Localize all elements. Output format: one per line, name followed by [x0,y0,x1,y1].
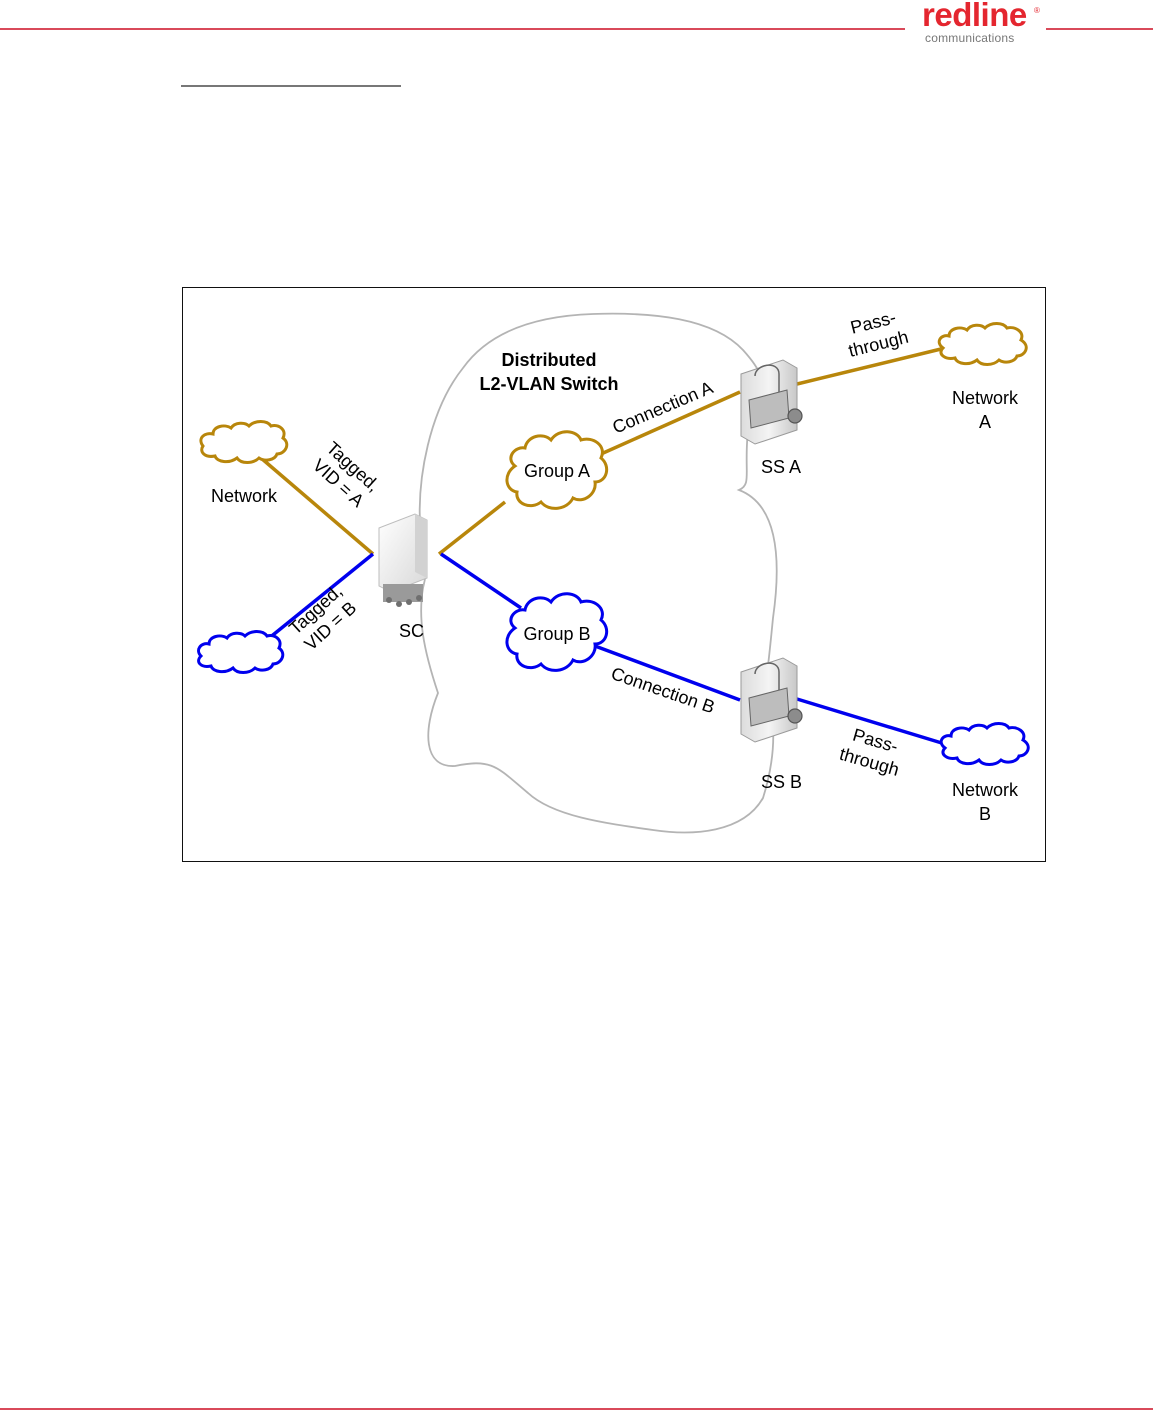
network-b-label-line1: Network [952,780,1019,800]
ss-b-device-icon [741,658,802,742]
network-label: Network [211,486,278,506]
sc-device-icon [379,514,427,607]
link-sc-to-group-b [441,554,521,608]
section-heading-underline [181,85,401,87]
sc-label: SC [399,621,424,641]
vlan-b-links [263,554,945,744]
network-a-label-line2: A [979,412,991,432]
group-b-label: Group B [523,624,590,644]
network-cloud-left-blue [199,632,283,673]
network-b-label-line2: B [979,804,991,824]
logo-registered-mark: ® [1034,6,1040,15]
logo-subtitle: communications [925,31,1015,45]
diagram-title-line2: L2-VLAN Switch [479,374,618,394]
vlan-diagram: Distributed L2-VLAN Switch Network Tagge… [183,288,1047,863]
footer-divider [0,1408,1153,1410]
ss-b-label: SS B [761,772,802,792]
redline-logo: redline ® communications [922,0,1040,46]
link-sc-to-group-a [439,502,505,554]
logo-wordmark: redline [922,0,1027,34]
group-a-label: Group A [524,461,590,481]
ss-a-device-icon [741,360,802,444]
diagram-frame: Distributed L2-VLAN Switch Network Tagge… [182,287,1046,862]
header-divider-left [0,28,905,30]
network-cloud [201,422,287,463]
connection-a-label: Connection A [609,377,715,437]
network-b-cloud [941,724,1028,765]
network-a-label-line1: Network [952,388,1019,408]
network-a-cloud [939,324,1026,365]
ss-a-label: SS A [761,457,801,477]
diagram-title-line1: Distributed [501,350,596,370]
header-divider-right [1046,28,1153,30]
